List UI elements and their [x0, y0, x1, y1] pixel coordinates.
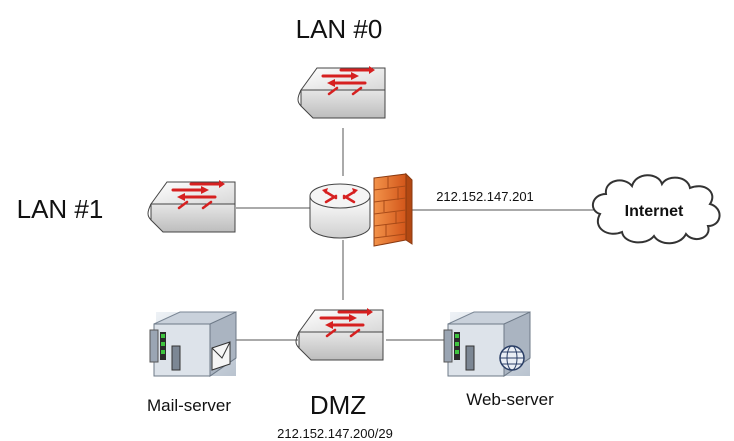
firewall: [373, 172, 413, 247]
mail-server: [149, 311, 237, 377]
network-switch-icon: [296, 54, 387, 120]
network-switch-icon: [294, 296, 385, 362]
router-icon: [309, 183, 371, 239]
web-server-label: Web-server: [466, 390, 554, 409]
envelope-icon: [211, 341, 231, 371]
lan0-label: LAN #0: [296, 14, 383, 44]
cloud-icon: [591, 174, 721, 245]
links: [236, 128, 596, 341]
wan-ip-label: 212.152.147.201: [436, 189, 534, 204]
lan0-switch: [296, 54, 387, 120]
lan1-label: LAN #1: [17, 194, 104, 224]
internet-label: Internet: [625, 203, 684, 220]
internet-cloud: Internet: [591, 174, 721, 245]
firewall-icon: [373, 172, 413, 247]
globe-icon: [499, 345, 525, 371]
lan1-switch: [146, 168, 237, 234]
web-server: [443, 311, 531, 377]
dmz-subnet-label: 212.152.147.200/29: [277, 426, 393, 441]
router: [309, 183, 371, 239]
mail-server-label: Mail-server: [147, 396, 231, 415]
network-switch-icon: [146, 168, 237, 234]
dmz-label: DMZ: [310, 390, 366, 420]
dmz-switch: [294, 296, 385, 362]
